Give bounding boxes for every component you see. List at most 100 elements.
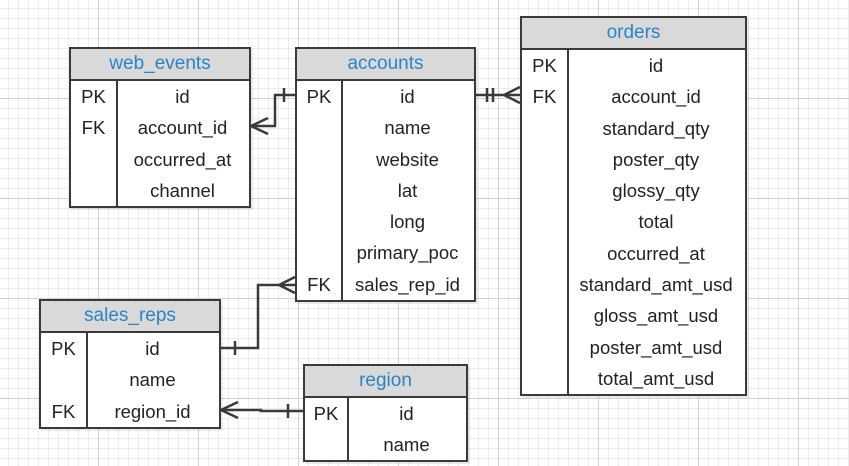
table-row: PK id	[305, 398, 466, 429]
table-title: sales_reps	[41, 301, 219, 333]
table-region[interactable]: region PK id name	[303, 364, 468, 462]
field-name: standard_amt_usd	[579, 274, 733, 296]
field-name: total_amt_usd	[597, 367, 715, 389]
key-label	[522, 269, 567, 300]
field-name: channel	[150, 179, 215, 201]
table-row: channel	[71, 175, 249, 206]
field-name: id	[399, 403, 414, 424]
field-name: id	[648, 55, 664, 76]
field-name: occurred_at	[607, 242, 705, 264]
field-name: gloss_amt_usd	[593, 305, 719, 327]
key-label: FK	[532, 86, 557, 108]
key-label	[522, 206, 567, 237]
key-label	[522, 363, 567, 394]
field-name: poster_qty	[612, 148, 700, 170]
table-row: total_amt_usd	[522, 363, 745, 394]
table-row: glossy_qty	[522, 175, 745, 206]
key-label	[71, 175, 116, 206]
field-name: account_id	[137, 117, 228, 139]
table-row: FK sales_rep_id	[297, 269, 474, 300]
table-row: long	[297, 206, 474, 237]
table-row: lat	[297, 175, 474, 206]
key-label: PK	[81, 86, 106, 107]
key-label: FK	[51, 400, 76, 422]
table-row: PK id	[41, 333, 219, 364]
table-row: name	[305, 429, 466, 460]
key-label	[297, 206, 341, 237]
table-title: orders	[522, 18, 745, 50]
connector-orders-accounts	[476, 85, 521, 105]
table-row: website	[297, 144, 474, 175]
connector-sales-reps-region	[220, 400, 303, 420]
field-name: id	[175, 86, 190, 107]
key-label	[305, 429, 347, 460]
key-column-divider	[567, 50, 569, 395]
table-web-events[interactable]: web_events PK id FK account_id occurred_…	[69, 47, 251, 208]
key-column-divider	[116, 81, 118, 207]
field-name: poster_amt_usd	[589, 336, 723, 358]
key-label: FK	[81, 117, 106, 139]
key-label: FK	[307, 273, 331, 295]
table-row: PK id	[522, 50, 745, 81]
table-row: FK account_id	[522, 81, 745, 112]
field-name: sales_rep_id	[355, 273, 460, 295]
field-name: name	[129, 369, 176, 391]
table-row: PK id	[71, 81, 249, 112]
key-column-divider	[347, 398, 349, 461]
key-label: PK	[51, 338, 76, 359]
table-row: FK account_id	[71, 112, 249, 143]
key-label	[522, 300, 567, 331]
field-name: account_id	[611, 86, 701, 108]
table-title: web_events	[71, 49, 249, 81]
key-label	[522, 175, 567, 206]
key-label	[522, 144, 567, 175]
key-label	[522, 238, 567, 269]
table-row: name	[41, 364, 219, 395]
table-row: poster_qty	[522, 144, 745, 175]
field-name: standard_qty	[602, 117, 710, 139]
field-name: id	[400, 86, 415, 107]
table-row: occurred_at	[522, 238, 745, 269]
table-title: region	[305, 366, 466, 398]
table-row: occurred_at	[71, 144, 249, 175]
field-name: region_id	[114, 400, 191, 422]
table-sales-reps[interactable]: sales_reps PK id name FK region_id	[39, 299, 221, 429]
table-accounts[interactable]: accounts PK id name website lat long	[295, 47, 476, 302]
field-name: lat	[397, 179, 418, 201]
key-column-divider	[341, 81, 343, 301]
table-row: name	[297, 112, 474, 143]
field-name: id	[145, 338, 160, 359]
key-label	[522, 113, 567, 144]
table-row: total	[522, 206, 745, 237]
field-name: website	[376, 148, 439, 170]
table-row: FK region_id	[41, 396, 219, 427]
field-name: glossy_qty	[612, 180, 700, 202]
key-label	[71, 144, 116, 175]
key-label	[41, 364, 86, 395]
key-label: PK	[313, 403, 339, 424]
table-title: accounts	[297, 49, 474, 81]
field-name: name	[383, 434, 430, 456]
key-column-divider	[86, 333, 88, 427]
key-label	[297, 144, 341, 175]
table-orders[interactable]: orders PK id FK account_id standard_qty …	[520, 16, 747, 396]
field-name: total	[638, 211, 674, 233]
table-row: PK id	[297, 81, 474, 112]
key-label: PK	[532, 55, 557, 76]
key-label	[297, 175, 341, 206]
table-row: standard_amt_usd	[522, 269, 745, 300]
table-row: gloss_amt_usd	[522, 300, 745, 331]
field-name: long	[390, 211, 425, 233]
key-label	[297, 237, 341, 268]
field-name: primary_poc	[356, 242, 459, 264]
connector-accounts-sales-reps	[221, 275, 296, 355]
connector-web-events-accounts	[250, 88, 295, 136]
field-name: name	[384, 117, 431, 139]
table-row: primary_poc	[297, 237, 474, 268]
field-name: occurred_at	[133, 148, 232, 170]
key-label	[297, 112, 341, 143]
key-label: PK	[306, 86, 332, 107]
key-label	[522, 332, 567, 363]
table-row: poster_amt_usd	[522, 332, 745, 363]
table-row: standard_qty	[522, 113, 745, 144]
